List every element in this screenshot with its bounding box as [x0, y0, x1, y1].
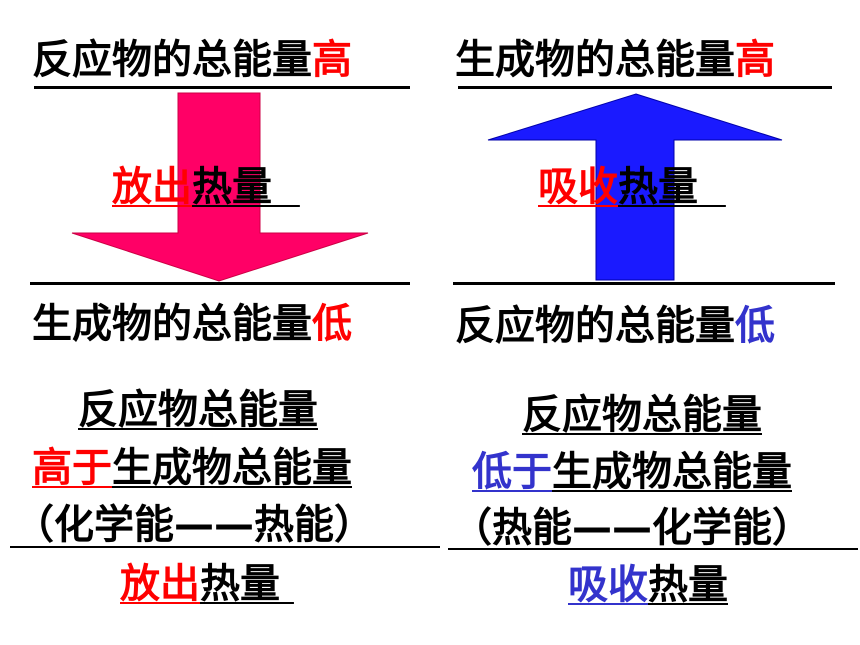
exo-top-energy-line: [34, 86, 410, 89]
endo-top-label-level: 高: [735, 37, 775, 83]
exo-bottom-label-level: 低: [312, 301, 352, 347]
endo-top-label: 生成物的总能量高: [455, 40, 775, 80]
exo-top-label-level: 高: [312, 37, 352, 83]
exo-summary-line4-rest: 热量: [200, 561, 280, 607]
exo-bottom-label: 生成物的总能量低: [32, 304, 352, 344]
endo-top-label-main: 生成物的总能量: [455, 37, 735, 83]
absorb-arrow: [487, 93, 783, 281]
endo-summary-line1: 反应物总能量: [522, 392, 762, 438]
endo-summary-line3: （热能——化学能）: [452, 505, 812, 551]
exo-top-label: 反应物的总能量高: [32, 40, 352, 80]
endo-summary-divider: [448, 548, 858, 550]
absorb-arrow-shape: [487, 93, 783, 281]
exo-arrow-label-colored: 放出: [112, 164, 192, 210]
exo-summary-line1: 反应物总能量: [78, 387, 318, 433]
exo-summary-line2-colored: 高于: [32, 445, 112, 491]
exo-arrow-label-rest: 热量: [192, 164, 272, 210]
endo-summary-line2-colored: 低于: [472, 449, 552, 495]
release-arrow-shape: [71, 92, 369, 282]
exo-summary-line3: （化学能——热能）: [14, 502, 374, 548]
endo-bottom-energy-line: [453, 282, 835, 285]
exo-summary-line4-colored: 放出: [120, 561, 200, 607]
endo-arrow-label-rest: 热量: [618, 164, 698, 210]
endo-summary-line4-colored: 吸收: [568, 562, 648, 608]
exo-bottom-energy-line: [30, 282, 410, 285]
endo-bottom-label-level: 低: [735, 303, 775, 349]
endo-bottom-label: 反应物的总能量低: [455, 306, 775, 346]
exo-summary-divider: [10, 546, 440, 548]
exo-bottom-label-main: 生成物的总能量: [32, 301, 312, 347]
endo-summary-line2: 低于生成物总能量: [472, 452, 792, 492]
endo-arrow-label-colored: 吸收: [538, 164, 618, 210]
exo-summary-line2-rest: 生成物总能量: [112, 445, 352, 491]
endo-summary-line4-rest: 热量: [648, 562, 728, 608]
exo-summary-line4: 放出热量: [120, 564, 294, 604]
endo-arrow-label: 吸收热量: [538, 167, 726, 207]
release-arrow: [71, 92, 369, 282]
endo-summary-line4: 吸收热量: [568, 565, 728, 605]
endo-top-energy-line: [458, 86, 832, 89]
exo-arrow-label: 放出热量: [112, 167, 300, 207]
endo-bottom-label-main: 反应物的总能量: [455, 303, 735, 349]
exo-summary-line2: 高于生成物总能量: [32, 448, 352, 488]
exo-top-label-main: 反应物的总能量: [32, 37, 312, 83]
endo-summary-line2-rest: 生成物总能量: [552, 449, 792, 495]
